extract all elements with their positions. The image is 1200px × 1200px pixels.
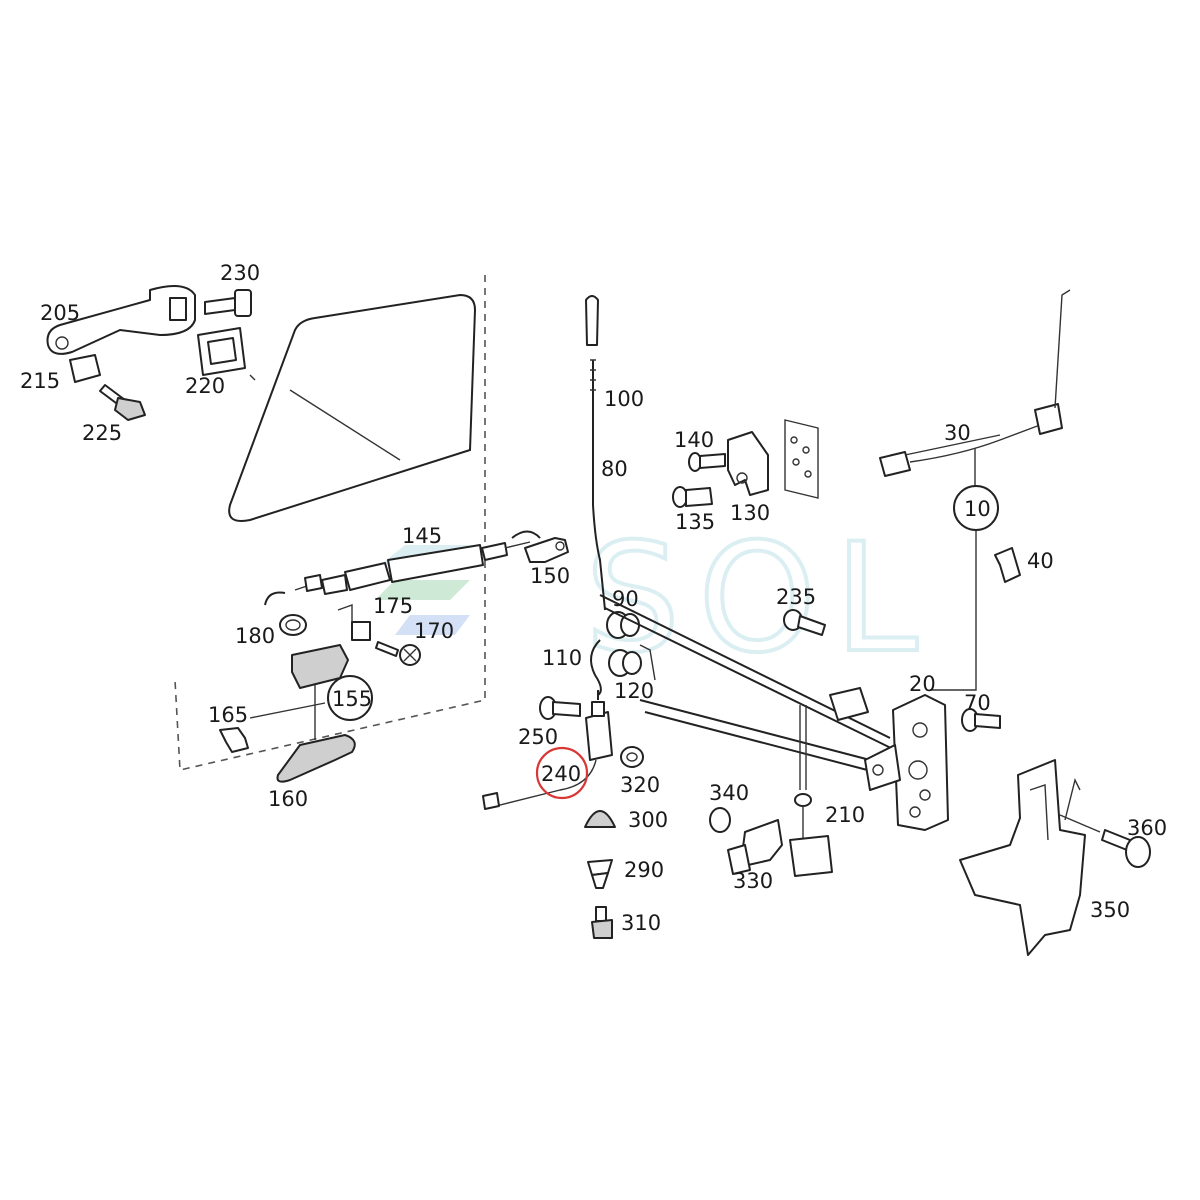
clip-110	[590, 639, 602, 696]
callout-130: 130	[730, 501, 770, 525]
door-plate	[784, 419, 819, 499]
bushing-120	[608, 649, 642, 677]
callout-180: 180	[235, 624, 275, 648]
pin-135	[672, 486, 713, 508]
callout-225: 225	[82, 421, 122, 445]
callout-90: 90	[612, 587, 639, 611]
nut-175	[337, 604, 371, 641]
gasket-220	[197, 327, 246, 376]
callout-140: 140	[674, 428, 714, 452]
callout-labels: 205 230 215 220 225 100 80 140 135 130 3…	[20, 261, 1167, 935]
callout-150: 150	[530, 564, 570, 588]
callout-215: 215	[20, 369, 60, 393]
bolt-225	[99, 384, 146, 421]
callout-165: 165	[208, 703, 248, 727]
callout-30: 30	[944, 421, 971, 445]
callout-205: 205	[40, 301, 80, 325]
screw-235	[783, 609, 826, 636]
door-outline	[174, 275, 486, 771]
screw-360	[1059, 814, 1151, 868]
callout-240: 240	[541, 762, 581, 786]
callout-70: 70	[964, 691, 991, 715]
wiring-harness-30	[879, 289, 1071, 490]
clip-40	[994, 547, 1021, 583]
callout-175: 175	[373, 594, 413, 618]
bracket-130	[727, 431, 769, 496]
callout-80: 80	[601, 457, 628, 481]
callout-120: 120	[614, 679, 654, 703]
callout-135: 135	[675, 510, 715, 534]
door-lock-20	[829, 687, 949, 831]
grommet-300	[584, 810, 616, 828]
callout-20: 20	[909, 672, 936, 696]
screw-140	[688, 452, 726, 472]
callout-100: 100	[604, 387, 644, 411]
bolt-230	[204, 289, 252, 317]
outer-door-handle	[46, 285, 196, 355]
rod-end-150	[524, 537, 569, 563]
callout-350: 350	[1090, 898, 1130, 922]
grommet-320	[620, 746, 644, 768]
grommet-290	[587, 859, 613, 889]
bracket-330	[727, 819, 783, 875]
clip-180	[264, 591, 307, 636]
callout-320: 320	[620, 773, 660, 797]
screw-170	[375, 641, 421, 666]
callout-360: 360	[1127, 816, 1167, 840]
screw-250	[539, 696, 581, 720]
callout-240-highlight	[535, 746, 589, 800]
callout-220: 220	[185, 374, 225, 398]
switch-210	[789, 705, 833, 877]
callout-340: 340	[709, 781, 749, 805]
callout-110: 110	[542, 646, 582, 670]
callout-155: 155	[332, 687, 372, 711]
lock-knob-rod	[585, 295, 606, 611]
callout-10: 10	[964, 497, 991, 521]
callout-210: 210	[825, 803, 865, 827]
gasket-215	[69, 354, 101, 383]
callout-line-155-165	[249, 702, 326, 719]
watermark: SOL	[375, 510, 920, 688]
callout-40: 40	[1027, 549, 1054, 573]
callout-330: 330	[733, 869, 773, 893]
callout-145: 145	[402, 524, 442, 548]
callout-290: 290	[624, 858, 664, 882]
door-linkage-145	[294, 530, 541, 595]
clip-165	[219, 727, 249, 753]
callout-line-10	[930, 530, 977, 691]
callout-300: 300	[628, 808, 668, 832]
inner-handle-160	[276, 734, 356, 783]
callout-230: 230	[220, 261, 260, 285]
callout-310: 310	[621, 911, 661, 935]
plug-310	[591, 906, 613, 939]
callout-circle-10	[953, 485, 999, 531]
washer-340	[709, 807, 731, 833]
callout-250: 250	[518, 725, 558, 749]
callout-circle-155	[327, 675, 373, 721]
screw-70	[961, 708, 1001, 732]
callout-160: 160	[268, 787, 308, 811]
actuator-240	[482, 690, 613, 810]
bracket-350	[959, 759, 1086, 956]
callout-235: 235	[776, 585, 816, 609]
callout-170: 170	[414, 619, 454, 643]
